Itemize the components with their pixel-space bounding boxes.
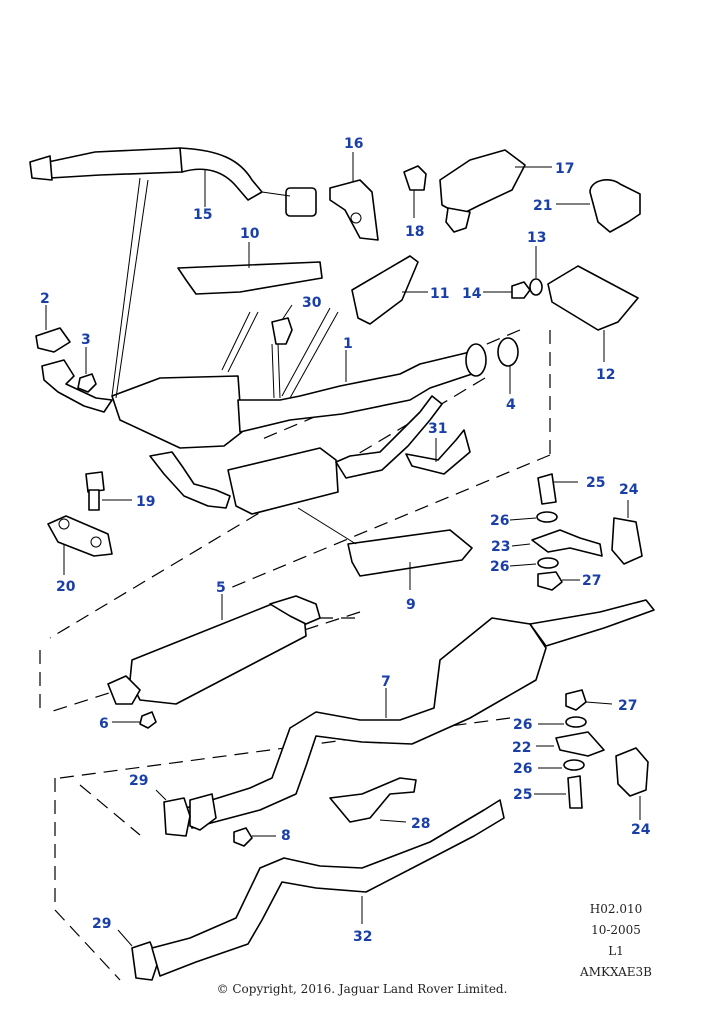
callout-label: 32 (353, 929, 372, 945)
diagram-date: 10-2005 (591, 923, 641, 937)
diagram-reference: H02.010 (589, 902, 643, 916)
callout-label: 4 (506, 397, 516, 413)
callout-label: 31 (428, 421, 447, 437)
callout-label: 27 (582, 573, 601, 589)
callout-label: 19 (136, 494, 155, 510)
callout-label: 29 (92, 916, 111, 932)
callout-label: 21 (533, 198, 552, 214)
gasket-2 (35, 305, 71, 353)
callout-label: 3 (81, 332, 91, 348)
callout-label: 15 (193, 207, 212, 223)
callout-label: 8 (281, 828, 291, 844)
callout-label: 30 (302, 295, 322, 311)
callout-label: 24 (619, 482, 639, 498)
bracket-31 (405, 429, 471, 475)
diagram-level: L1 (608, 944, 624, 958)
callout-label: 12 (596, 367, 615, 383)
bracket-16 (329, 152, 379, 241)
callout-label: 29 (129, 773, 148, 789)
rear-pipe-7 (185, 599, 655, 847)
muffler-5 (107, 594, 321, 729)
sensor-plug-30 (271, 304, 293, 345)
harness-clip-17 (439, 149, 552, 233)
callout-label: 25 (513, 787, 532, 803)
callout-label: 6 (99, 716, 109, 732)
heat-shield-10 (177, 242, 323, 295)
callout-label: 24 (631, 822, 651, 838)
sealing-ring-4 (497, 337, 519, 394)
oxygen-sensor-harness (29, 147, 317, 217)
callout-label: 14 (462, 286, 482, 302)
nut-washer-13-14 (483, 246, 543, 299)
front-pipe-assembly (41, 177, 487, 515)
callout-label: 16 (344, 136, 363, 152)
callout-label: 7 (381, 674, 391, 690)
callout-label: 17 (555, 161, 574, 177)
nut-3 (77, 347, 97, 393)
bracket-28 (329, 777, 417, 823)
copyright-notice: © Copyright, 2016. Jaguar Land Rover Lim… (216, 982, 508, 996)
callout-label: 20 (56, 579, 76, 595)
callout-label: 25 (586, 475, 605, 491)
callout-label: 26 (513, 717, 532, 733)
callout-label: 23 (491, 539, 510, 555)
callout-label: 9 (406, 597, 416, 613)
callout-labels: 1 2 3 4 5 6 7 8 9 10 11 12 13 14 15 16 1… (40, 136, 651, 945)
callout-label: 1 (343, 336, 353, 352)
mounting-kit-upper (509, 473, 649, 820)
heat-shield-11 (351, 255, 428, 325)
callout-label: 2 (40, 291, 50, 307)
callout-label: 18 (405, 224, 424, 240)
callout-label: 26 (490, 513, 509, 529)
callout-label: 26 (490, 559, 509, 575)
gasket-29 (117, 789, 191, 981)
callout-label: 10 (240, 226, 260, 242)
callout-label: 27 (618, 698, 637, 714)
heat-shield-9 (297, 507, 473, 590)
clip-18 (403, 165, 427, 218)
callout-label: 11 (430, 286, 449, 302)
heat-shield-12 (547, 265, 639, 362)
clip-21 (556, 179, 641, 233)
intermediate-pipe-32 (151, 799, 505, 977)
callout-label: 13 (527, 230, 546, 246)
callout-label: 22 (512, 740, 531, 756)
bolt-19-link-20 (47, 471, 132, 575)
callout-label: 5 (216, 580, 226, 596)
callout-label: 28 (411, 816, 430, 832)
diagram-code: AMKXAE3B (580, 965, 652, 979)
callout-label: 26 (513, 761, 532, 777)
